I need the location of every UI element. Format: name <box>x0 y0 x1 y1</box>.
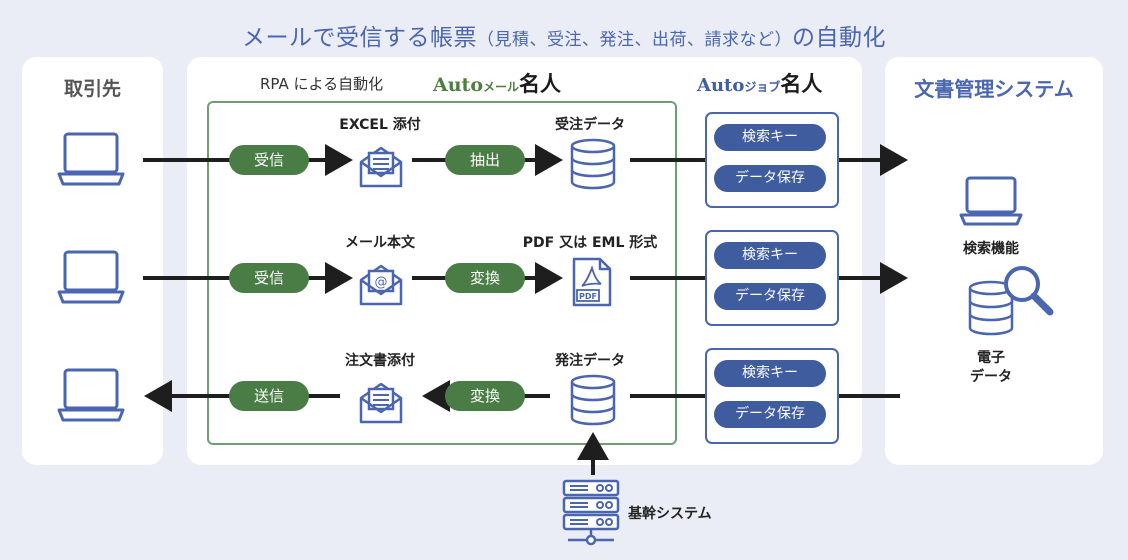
search-key-pill: 検索キー <box>714 124 826 151</box>
magnifier-icon <box>1004 266 1054 316</box>
database-icon <box>570 374 616 426</box>
laptop-icon-search <box>959 176 1023 226</box>
electronic-data-label-2: データ <box>970 369 1012 385</box>
order-form-attachment-label: 注文書添付 <box>345 353 415 369</box>
search-key-pill: 検索キー <box>714 242 826 269</box>
convert-pill: 変換 <box>445 263 525 293</box>
electronic-data-label-1: 電子 <box>977 350 1005 366</box>
receive-pill: 受信 <box>229 263 309 293</box>
excel-attachment-label: EXCEL 添付 <box>339 117 421 133</box>
mail-document-icon <box>359 382 403 424</box>
purchase-order-data-label: 発注データ <box>555 353 625 369</box>
search-key-pill: 検索キー <box>714 360 826 387</box>
core-system-label: 基幹システム <box>628 506 712 522</box>
svg-text:PDF: PDF <box>579 292 597 301</box>
mail-body-label: メール本文 <box>345 235 415 251</box>
automail-logo-prefix: Auto <box>433 74 484 96</box>
right-panel <box>885 57 1103 465</box>
laptop-icon-partner-1 <box>57 132 125 186</box>
database-icon <box>570 138 616 190</box>
extract-pill: 抽出 <box>445 145 525 175</box>
title-paren: （見積、受注、発注、出荷、請求など） <box>477 30 792 50</box>
mail-document-icon <box>359 146 403 188</box>
send-pill: 送信 <box>229 381 309 411</box>
autojob-logo-mid: ジョブ <box>744 80 781 94</box>
svg-text:@: @ <box>375 275 388 290</box>
automail-logo-brush: 名人 <box>519 71 562 96</box>
autojob-logo-prefix: Auto <box>697 75 745 96</box>
pdf-eml-format-label: PDF 又は EML 形式 <box>522 235 658 251</box>
convert-pill: 変換 <box>445 381 525 411</box>
rpa-label: RPA による自動化 <box>260 75 384 93</box>
automail-logo-mid: メール <box>483 80 520 94</box>
autojob-logo: Autoジョブ名人 <box>697 68 822 98</box>
receive-pill: 受信 <box>229 145 309 175</box>
laptop-icon-partner-3 <box>57 368 125 422</box>
search-function-label: 検索機能 <box>963 241 1019 257</box>
laptop-icon-partner-2 <box>57 250 125 304</box>
autojob-logo-brush: 名人 <box>780 71 823 96</box>
left-panel-title: 取引先 <box>63 78 121 100</box>
title-main: メールで受信する帳票 <box>242 25 477 51</box>
mail-at-icon: @ <box>359 264 403 306</box>
data-save-pill: データ保存 <box>714 165 826 192</box>
server-icon <box>562 479 620 546</box>
title-tail: の自動化 <box>792 25 886 51</box>
database-icon <box>968 280 1014 336</box>
data-save-pill: データ保存 <box>714 401 826 428</box>
right-panel-title: 文書管理システム <box>914 77 1074 101</box>
automail-logo: Autoメール名人 <box>433 68 561 98</box>
page-title: メールで受信する帳票（見積、受注、発注、出荷、請求など）の自動化 <box>0 18 1128 52</box>
data-save-pill: データ保存 <box>714 283 826 310</box>
pdf-file-icon: PDF <box>572 257 612 307</box>
received-order-data-label: 受注データ <box>555 117 625 133</box>
